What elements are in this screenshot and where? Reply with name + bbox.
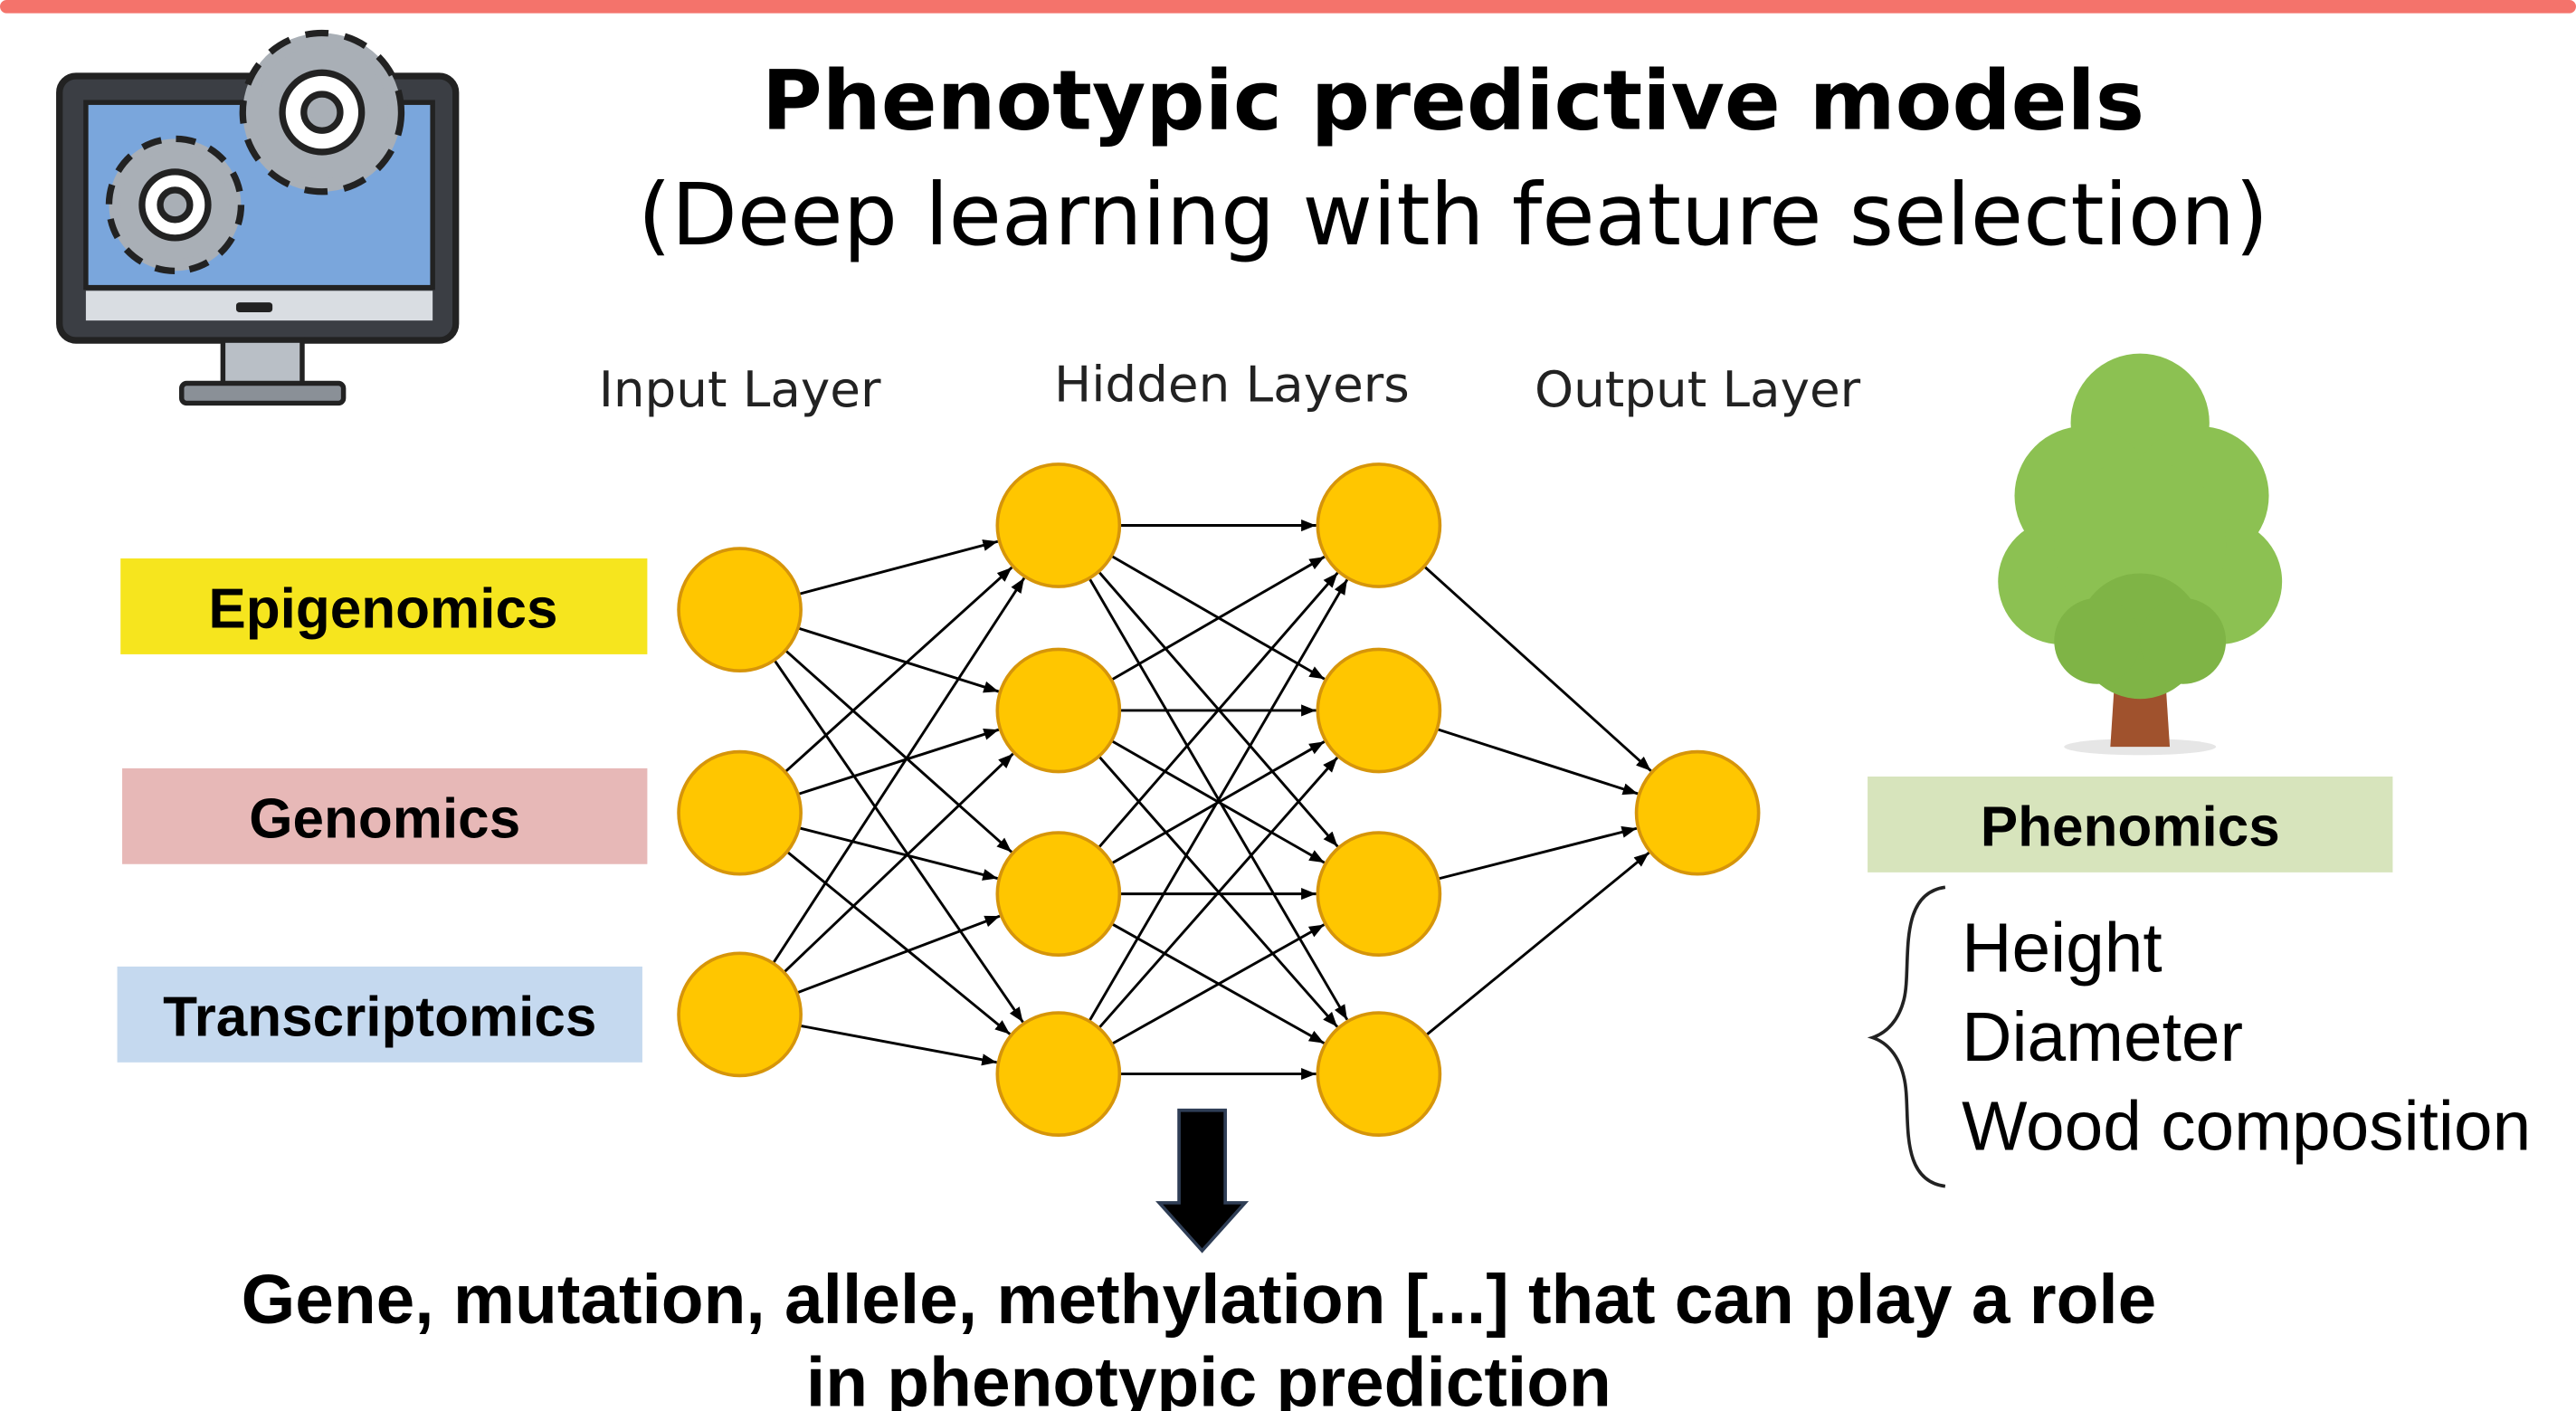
edge-input-3-to-hidden1-4 — [799, 1024, 997, 1066]
trait-height: Height — [1962, 910, 2163, 987]
transcriptomics-label: Transcriptomics — [163, 987, 596, 1049]
tree-icon — [1998, 353, 2283, 756]
input-node-3 — [677, 951, 803, 1078]
top-accent-bar — [0, 0, 2576, 14]
edge-input-3-to-hidden1-2 — [783, 752, 1014, 974]
output-node-1 — [1634, 749, 1761, 876]
hidden1-node-3 — [995, 831, 1122, 957]
edge-input-1-to-hidden1-4 — [773, 659, 1024, 1024]
edge-hidden2-4-to-output-1 — [1425, 851, 1650, 1036]
input-layer-label: Input Layer — [599, 360, 881, 418]
traits-brace — [1867, 885, 1946, 1188]
transcriptomics-box: Transcriptomics — [117, 966, 642, 1063]
input-node-1 — [677, 547, 803, 672]
hidden2-node-1 — [1316, 462, 1442, 588]
edge-hidden2-2-to-output-1 — [1436, 728, 1639, 796]
hidden1-node-1 — [995, 462, 1122, 588]
hidden-layers-label: Hidden Layers — [1054, 356, 1410, 414]
edge-hidden1-4-to-hidden2-1 — [1088, 578, 1349, 1023]
computer-gears-icon — [56, 29, 460, 406]
diagram-subtitle: (Deep learning with feature selection) — [638, 166, 2268, 265]
edge-input-3-to-hidden1-1 — [772, 577, 1026, 965]
down-arrow-icon — [1155, 1108, 1250, 1254]
epigenomics-label: Epigenomics — [208, 578, 557, 641]
genomics-label: Genomics — [249, 788, 520, 851]
edge-hidden2-3-to-output-1 — [1437, 825, 1638, 881]
edge-hidden1-4-to-hidden2-2 — [1098, 757, 1339, 1029]
edge-input-2-to-hidden1-1 — [784, 566, 1013, 774]
large-gear-icon — [239, 29, 405, 195]
hidden2-node-4 — [1316, 1011, 1442, 1137]
edge-hidden1-2-to-hidden2-1 — [1110, 555, 1326, 682]
hidden1-node-2 — [995, 647, 1122, 774]
edge-input-2-to-hidden1-4 — [785, 850, 1012, 1035]
conclusion-line-1: Gene, mutation, allele, methylation [...… — [242, 1262, 2157, 1339]
edge-input-3-to-hidden1-3 — [796, 914, 1001, 995]
edge-input-1-to-hidden1-1 — [798, 539, 999, 596]
phenomics-label: Phenomics — [1981, 796, 2280, 859]
trait-wood-composition: Wood composition — [1962, 1089, 2531, 1166]
edge-input-2-to-hidden1-3 — [798, 826, 998, 881]
conclusion-line-2: in phenotypic prediction — [806, 1345, 1611, 1411]
phenomics-box: Phenomics — [1868, 776, 2393, 872]
edge-hidden1-4-to-hidden2-3 — [1110, 923, 1326, 1045]
network-edges — [772, 519, 1652, 1081]
hidden2-node-2 — [1316, 647, 1442, 774]
edge-hidden1-3-to-hidden2-1 — [1098, 571, 1339, 849]
epigenomics-box: Epigenomics — [120, 558, 648, 654]
input-node-2 — [677, 749, 803, 876]
small-gear-icon — [105, 135, 245, 275]
diagram-title: Phenotypic predictive models — [762, 52, 2144, 148]
network-nodes — [677, 462, 1761, 1137]
genomics-box: Genomics — [122, 767, 648, 864]
output-layer-label: Output Layer — [1535, 360, 1861, 418]
edge-hidden2-1-to-output-1 — [1423, 565, 1652, 772]
hidden1-node-4 — [995, 1011, 1122, 1137]
trait-diameter: Diameter — [1962, 999, 2243, 1076]
edge-input-1-to-hidden1-3 — [784, 649, 1013, 853]
edge-input-2-to-hidden1-2 — [797, 728, 1000, 796]
edge-input-1-to-hidden1-2 — [797, 626, 1000, 693]
hidden2-node-3 — [1316, 831, 1442, 957]
